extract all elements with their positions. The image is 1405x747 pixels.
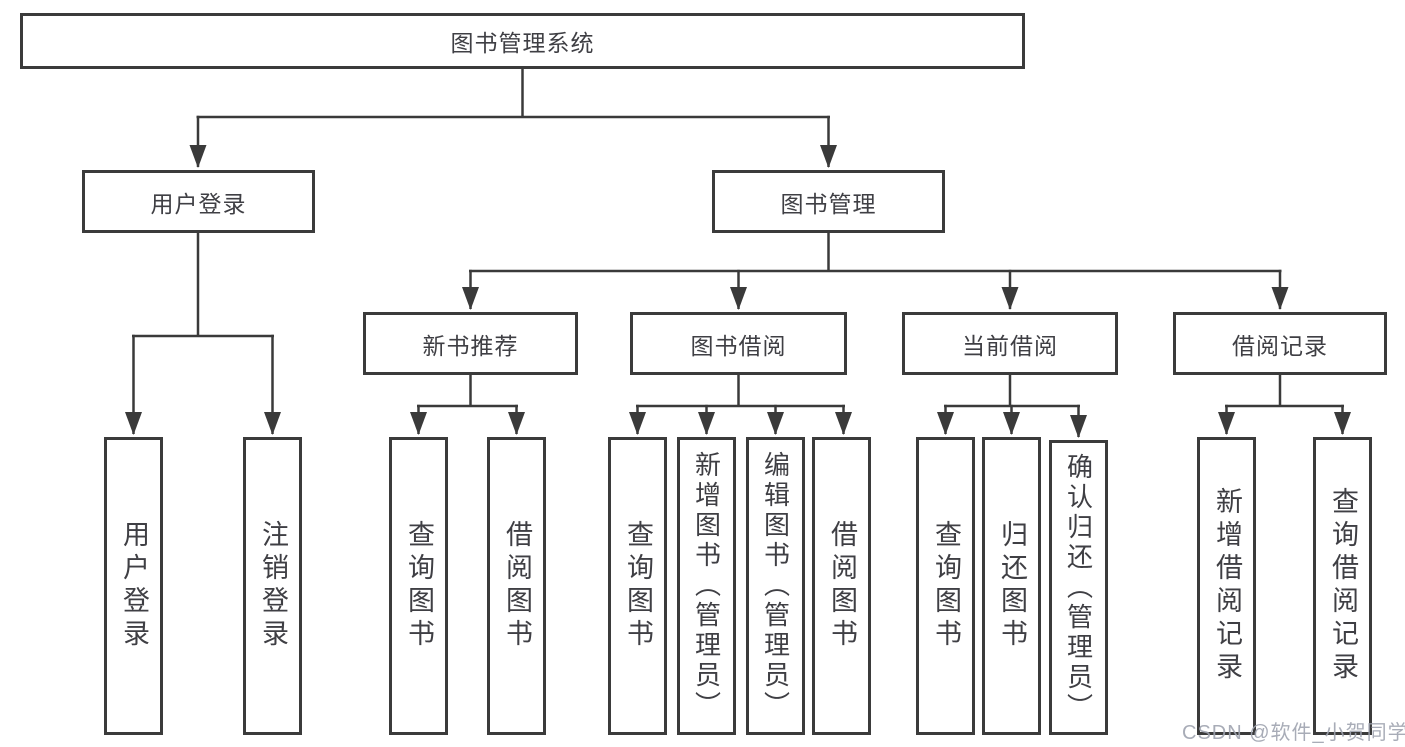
node-new-book-recommendation: 新书推荐 xyxy=(363,312,578,375)
node-label: 查询图书 xyxy=(623,520,653,652)
node-leaf-logout-login: 注销登录 xyxy=(243,437,302,735)
node-leaf-confirm-return-admin: 确认归还（管理员） xyxy=(1049,440,1108,735)
node-leaf-return-books: 归还图书 xyxy=(982,437,1041,735)
node-leaf-borrow-books-recommend: 借阅图书 xyxy=(487,437,546,735)
node-leaf-borrow-books-borrowing: 借阅图书 xyxy=(812,437,871,735)
node-label: 新增借阅记录 xyxy=(1212,487,1242,685)
node-label: 查询借阅记录 xyxy=(1328,487,1358,685)
node-label: 借阅图书 xyxy=(827,520,857,652)
node-book-management: 图书管理 xyxy=(712,170,945,233)
node-label: 当前借阅 xyxy=(962,332,1058,359)
node-label: 用户登录 xyxy=(150,190,247,217)
node-leaf-query-borrow-record: 查询借阅记录 xyxy=(1313,437,1372,735)
node-label: 编辑图书（管理员） xyxy=(760,451,791,721)
node-label: 图书借阅 xyxy=(690,332,787,359)
node-label: 用户登录 xyxy=(119,520,149,652)
node-label: 归还图书 xyxy=(997,520,1027,652)
node-leaf-query-books-recommend: 查询图书 xyxy=(389,437,448,735)
node-leaf-add-books-admin: 新增图书（管理员） xyxy=(677,437,736,735)
node-leaf-add-borrow-record: 新增借阅记录 xyxy=(1197,437,1256,735)
node-label: 新增图书（管理员） xyxy=(691,451,722,721)
node-root-library-management-system: 图书管理系统 xyxy=(20,13,1025,69)
node-leaf-query-books-current: 查询图书 xyxy=(916,437,975,735)
node-label: 确认归还（管理员） xyxy=(1063,452,1094,723)
node-label: 查询图书 xyxy=(404,520,434,652)
node-leaf-edit-books-admin: 编辑图书（管理员） xyxy=(746,437,805,735)
node-borrowing-records: 借阅记录 xyxy=(1173,312,1387,375)
node-label: 借阅记录 xyxy=(1232,332,1328,359)
node-label: 查询图书 xyxy=(931,520,961,652)
node-user-login: 用户登录 xyxy=(82,170,315,233)
node-label: 注销登录 xyxy=(258,520,288,652)
node-leaf-user-login: 用户登录 xyxy=(104,437,163,735)
csdn-watermark: CSDN @软件_小贺同学 xyxy=(1182,722,1405,744)
node-current-borrowing: 当前借阅 xyxy=(902,312,1118,375)
node-label: 新书推荐 xyxy=(422,332,519,359)
node-label: 图书管理 xyxy=(780,190,877,217)
node-leaf-query-books-borrowing: 查询图书 xyxy=(608,437,667,735)
node-book-borrowing: 图书借阅 xyxy=(630,312,847,375)
node-label: 图书管理系统 xyxy=(450,30,595,56)
node-label: 借阅图书 xyxy=(502,520,532,652)
